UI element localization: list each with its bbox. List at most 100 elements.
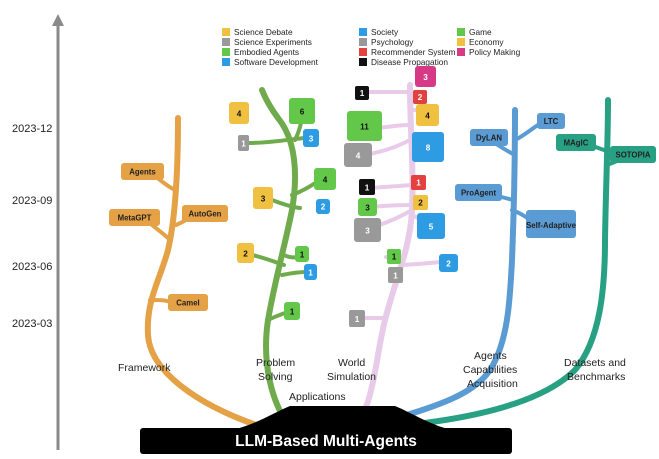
count-label: 1 [365,184,370,193]
count-label: 1 [290,308,295,317]
count-box: 2 [439,254,458,272]
legend-item: Society [359,27,399,37]
count-label: 3 [365,227,370,236]
count-box: 5 [417,213,445,239]
count-box-fill [253,187,273,209]
agents-twig [513,123,540,142]
legend-item: Science Debate [222,27,293,37]
branch-label-world-simulation-line2: Simulation [327,371,376,383]
legend-swatch [457,28,465,36]
count-box: 1 [295,246,309,262]
legend: Science Debate Science Experiments Embod… [222,27,521,67]
node-label: AutoGen [189,210,222,219]
benchmarks-trunk [372,97,611,431]
count-label: 8 [426,144,431,153]
benchmark-node-magic: MAgIC [556,134,596,151]
problem-twig [250,253,286,267]
count-label: 1 [308,269,313,278]
legend-label: Science Debate [234,27,293,37]
legend-label: Software Development [234,57,319,67]
count-label: 4 [425,112,430,121]
branch-label-world-simulation-line1: World [338,357,365,369]
count-box: 3 [415,66,436,87]
branch-label-agents-line3: Acquisition [467,378,518,390]
legend-label: Game [469,27,492,37]
count-box-fill [388,267,403,283]
count-label: 1 [355,315,360,324]
agents-node-dylan: DyLAN [470,129,508,146]
legend-swatch [222,28,230,36]
count-box-fill [347,111,382,141]
legend-swatch [222,58,230,66]
count-label: 11 [360,123,369,132]
count-box: 4 [416,104,439,126]
branch-label-benchmarks-line1: Datasets and [564,357,626,369]
count-box-fill [355,86,369,100]
count-box: 3 [358,198,377,216]
count-box-fill [284,302,300,320]
count-box: 1 [284,302,300,320]
legend-label: Recommender System [371,47,455,57]
count-label: 2 [321,203,326,212]
node-box [610,146,656,163]
node-label: Self-Adaptive [526,221,576,230]
legend-item: Policy Making [457,47,521,57]
legend-swatch [222,48,230,56]
count-box: 3 [354,218,381,242]
root-node: LLM-Based Multi-Agents [140,406,512,454]
count-box: 8 [412,132,444,162]
count-box-fill [411,175,426,190]
simulation-twig [400,260,442,267]
node-label: Agents [129,168,156,177]
legend-swatch [359,58,367,66]
count-label: 1 [393,272,398,281]
agents-node-self-adaptive: Self-Adaptive [526,210,577,238]
count-box: 2 [237,243,254,263]
count-box: 3 [303,129,319,147]
count-box-fill [415,66,436,87]
tick-2023-12: 2023-12 [12,123,52,135]
time-axis: 2023-12 2023-09 2023-06 2023-03 [12,14,64,450]
legend-item: Game [457,27,492,37]
problem-twig [270,198,302,210]
problem-twig [246,136,306,145]
count-label: 3 [309,135,314,144]
count-label: 1 [416,179,421,188]
legend-item: Embodied Agents [222,47,299,57]
count-box-fill [412,132,444,162]
count-box-fill [359,179,375,195]
count-box: 11 [347,111,382,141]
count-box-fill [304,264,317,280]
count-box-fill [413,195,428,210]
agents-capabilities-branch: Agents Capabilities Acquisition [362,107,540,431]
count-label: 5 [429,223,434,232]
count-label: 2 [446,260,451,269]
axis-arrow-icon [52,14,64,26]
node-box [537,113,565,129]
agents-node-ltc: LTC [537,113,565,129]
node-box [121,163,164,180]
legend-item: Psychology [359,37,414,47]
node-label: LTC [544,117,559,126]
count-box: 2 [316,199,330,214]
branch-label-agents-line1: Agents [474,350,507,362]
problem-solving-trunk [259,87,299,431]
count-label: 4 [356,152,361,161]
count-box: 4 [344,143,372,167]
tick-2023-03: 2023-03 [12,318,52,330]
count-box-fill [439,254,458,272]
legend-item: Economy [457,37,504,47]
node-box [455,184,502,201]
node-label: ProAgent [461,189,496,198]
framework-node-metagpt: MetaGPT [109,209,160,226]
count-box-fill [349,310,365,327]
tick-2023-06: 2023-06 [12,261,52,273]
legend-label: Embodied Agents [234,47,299,57]
count-box-fill [289,98,315,124]
count-box-fill [238,135,249,151]
world-simulation-trunk [352,82,416,431]
legend-item: Science Experiments [222,37,312,47]
count-label: 1 [392,253,397,262]
count-label: 3 [365,204,370,213]
count-box-fill [417,213,445,239]
